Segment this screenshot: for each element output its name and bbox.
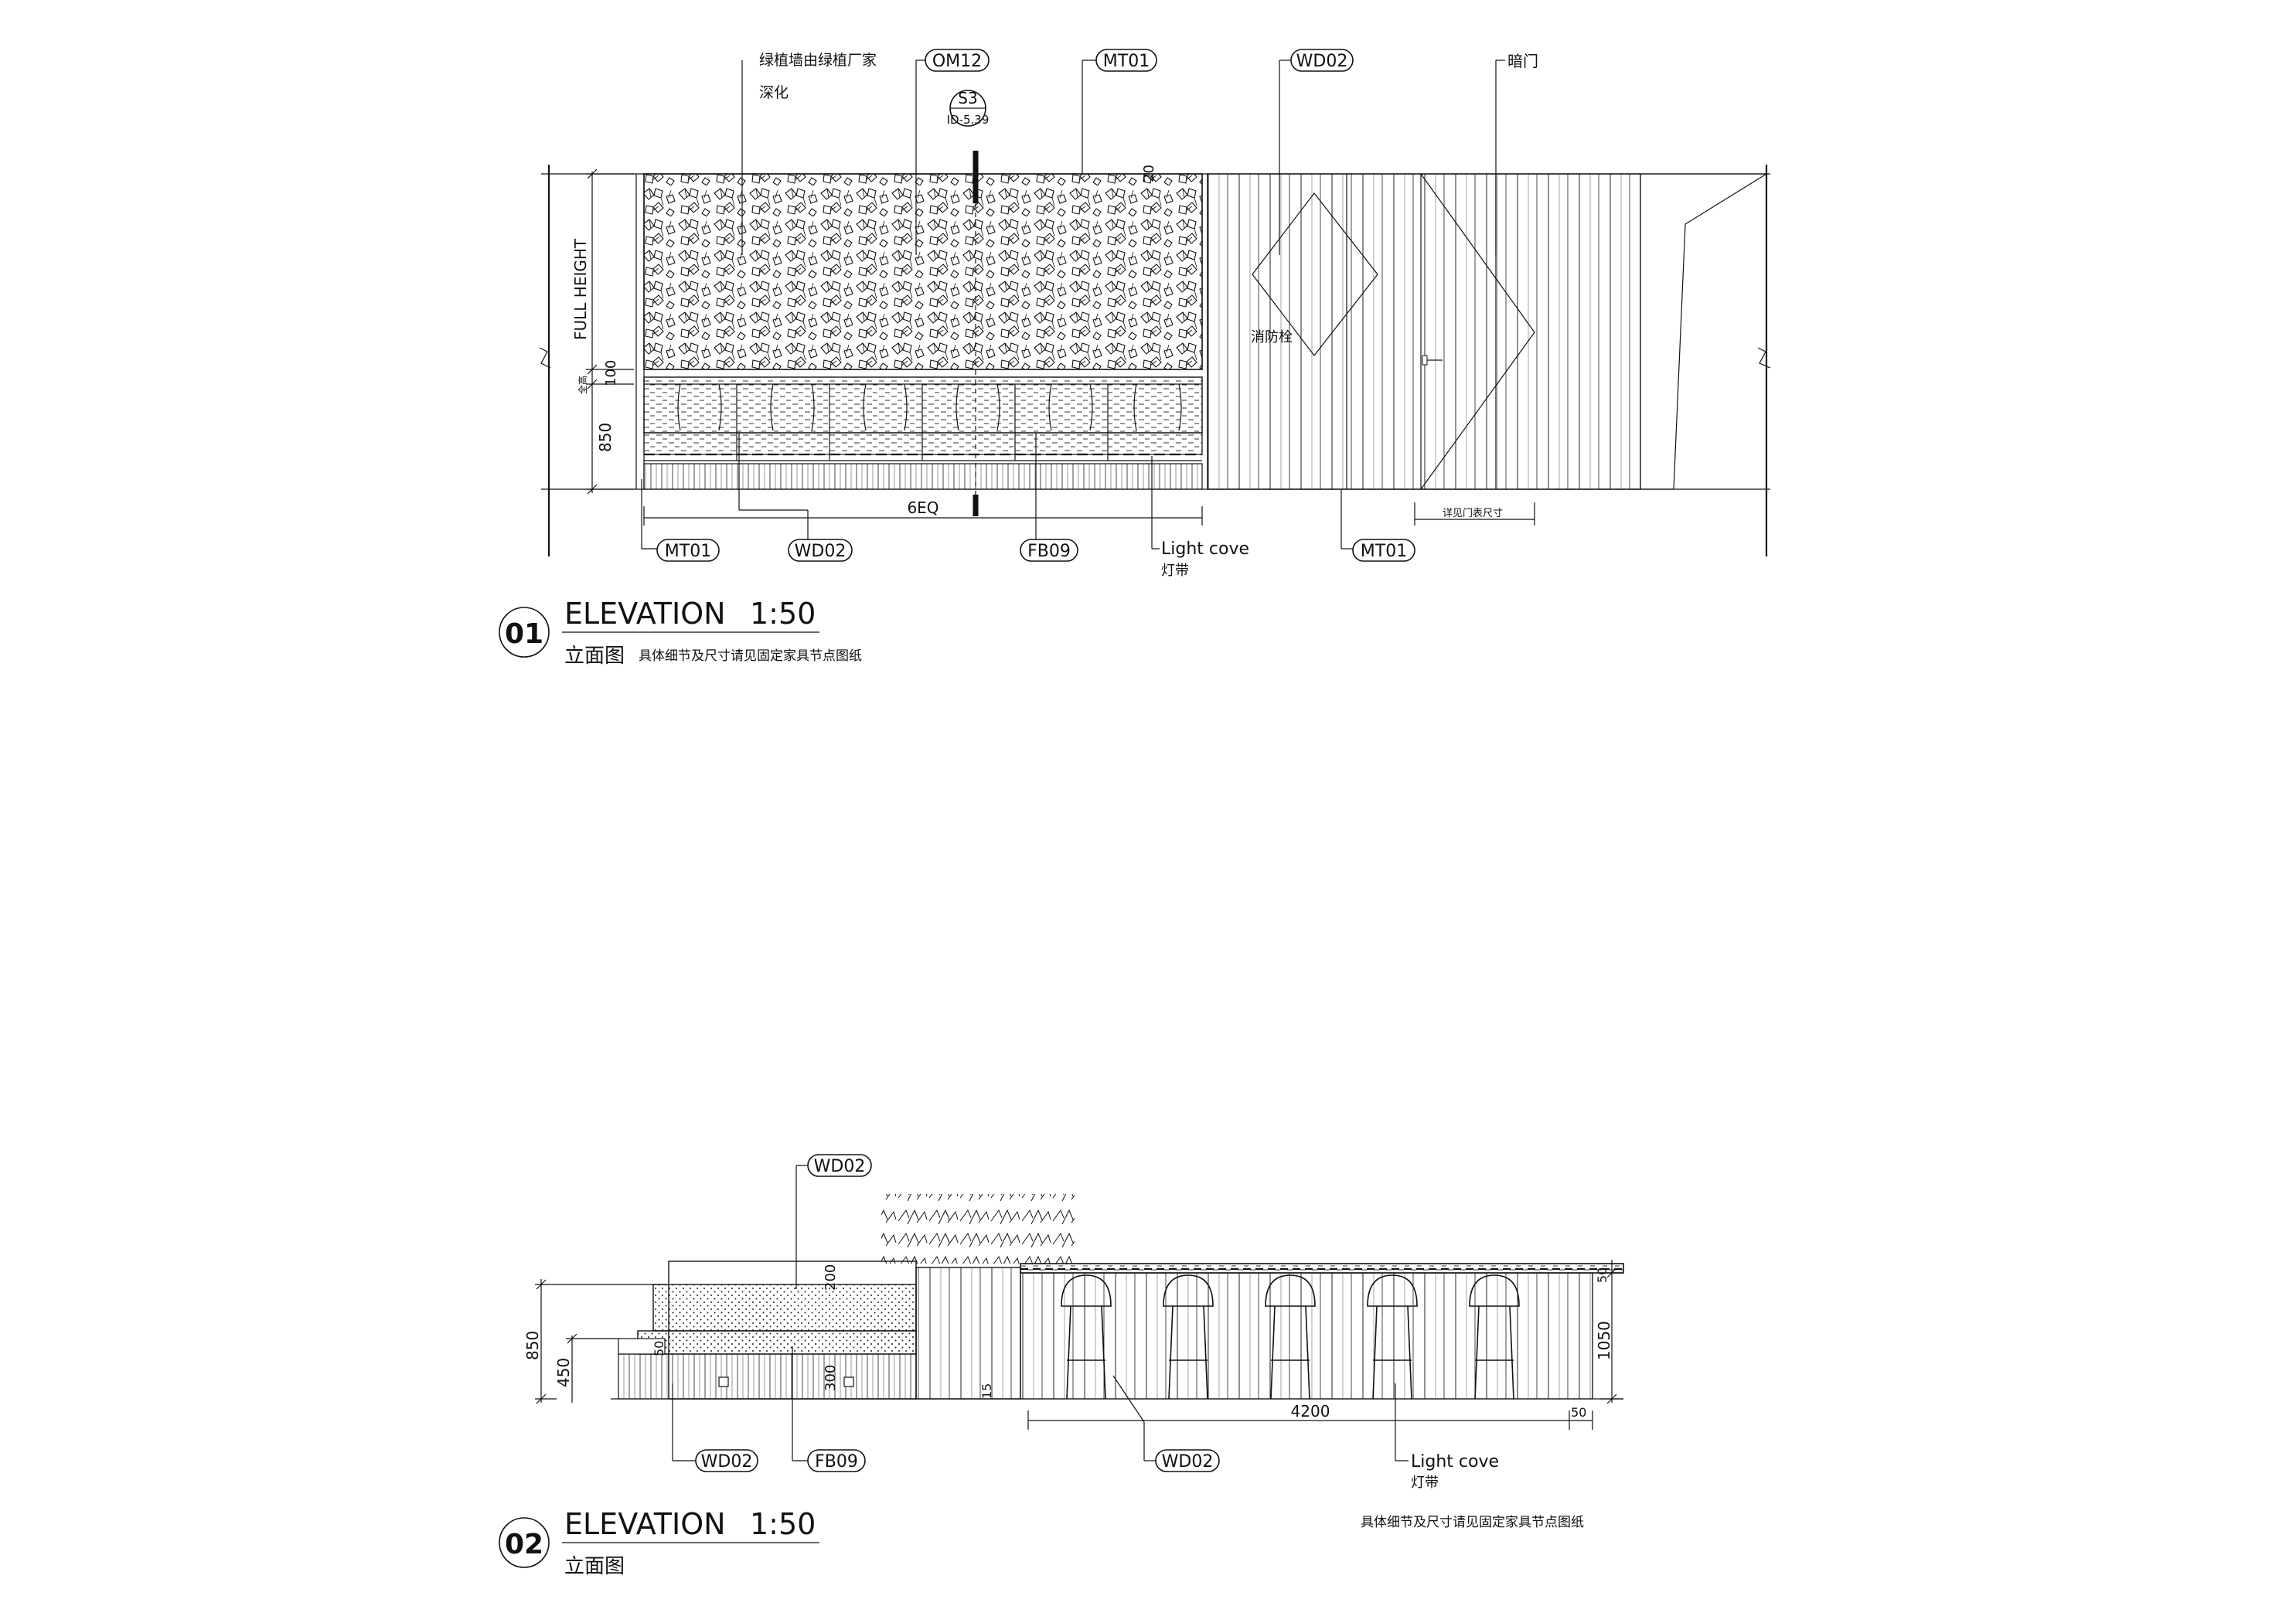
svg-text:WD02: WD02 bbox=[795, 542, 847, 561]
break-symbol-left bbox=[539, 347, 551, 369]
left-dimensions-02 bbox=[535, 1279, 665, 1404]
tag-wd02-mid-02: WD02 bbox=[1155, 1449, 1220, 1472]
dim-200-02: 200 bbox=[823, 1264, 839, 1291]
dim-6eq: 6EQ bbox=[907, 498, 938, 517]
dim-850: 850 bbox=[596, 423, 615, 452]
seat-cushion-band bbox=[643, 432, 1203, 455]
dim-1050-02: 1050 bbox=[1595, 1321, 1613, 1360]
elevation-01-scale: 1:50 bbox=[750, 597, 816, 631]
green-wall-note-line1: 绿植墙由绿植厂家 bbox=[759, 52, 877, 69]
light-cove-label-02: Light cove bbox=[1411, 1452, 1499, 1472]
hidden-door-label: 暗门 bbox=[1507, 52, 1538, 70]
break-symbol-right bbox=[1757, 347, 1771, 369]
planter-foliage bbox=[881, 1194, 1075, 1264]
bar-stool bbox=[1469, 1274, 1520, 1400]
bar-stool bbox=[1367, 1274, 1418, 1400]
svg-text:MT01: MT01 bbox=[1361, 542, 1407, 561]
svg-text:FB09: FB09 bbox=[815, 1452, 858, 1472]
dim-850-02: 850 bbox=[523, 1331, 542, 1360]
elevation-01-title: ELEVATION bbox=[564, 597, 726, 631]
planter-box bbox=[915, 1267, 1021, 1400]
bench-base bbox=[643, 463, 1203, 490]
elevation-02-scale: 1:50 bbox=[750, 1507, 816, 1541]
svg-text:MT01: MT01 bbox=[665, 542, 711, 561]
door-size-note: 详见门表尺寸 bbox=[1443, 508, 1503, 519]
elevation-01-subtitle: 立面图 bbox=[564, 645, 625, 668]
tag-fb09-bottom: FB09 bbox=[1020, 539, 1078, 562]
tag-wd02-top: WD02 bbox=[1290, 49, 1354, 72]
elevation-01-note: 具体细节及尺寸请见固定家具节点图纸 bbox=[639, 648, 862, 664]
elevation-02: 850 450 50 200 300 15 1050 50 4200 50 bbox=[499, 1154, 1624, 1578]
tag-mt01-bottom-left: MT01 bbox=[656, 539, 720, 562]
bar-stools bbox=[1061, 1274, 1520, 1400]
dim-50-right-02: 50 bbox=[1571, 1405, 1586, 1420]
svg-text:OM12: OM12 bbox=[932, 52, 982, 71]
svg-text:MT01: MT01 bbox=[1103, 52, 1150, 71]
green-wall bbox=[643, 173, 1203, 370]
title-block-02: 02 ELEVATION 1:50 立面图 具体细节及尺寸请见固定家具节点图纸 bbox=[499, 1507, 1584, 1578]
six-eq-dimension bbox=[643, 506, 1203, 526]
bench-step bbox=[618, 1338, 666, 1355]
cushion-dividers bbox=[736, 384, 1109, 461]
leaders-02 bbox=[672, 1165, 1409, 1461]
dim-15-02: 15 bbox=[979, 1383, 994, 1399]
seat-back-band bbox=[643, 376, 1203, 434]
door-handle bbox=[1422, 355, 1428, 366]
dim-4200-02: 4200 bbox=[1291, 1402, 1330, 1421]
cushion-pillows bbox=[677, 383, 1182, 431]
dim-450-02: 450 bbox=[554, 1358, 573, 1387]
title-block-01: 01 ELEVATION 1:50 立面图 具体细节及尺寸请见固定家具节点图纸 bbox=[499, 597, 862, 668]
fire-hydrant-door-outline bbox=[1252, 192, 1378, 356]
bench-seat-cushion bbox=[637, 1330, 917, 1355]
tag-wd02-top-02: WD02 bbox=[807, 1154, 872, 1177]
bar-stool bbox=[1265, 1274, 1316, 1400]
dim-full-height-cn: 全高 bbox=[577, 376, 588, 394]
green-wall-note-line2: 深化 bbox=[759, 84, 789, 101]
section-marker-top: S3 bbox=[958, 89, 977, 107]
right-dimensions-02 bbox=[1027, 1260, 1623, 1430]
bar-stool bbox=[1061, 1274, 1112, 1400]
elevation-02-number: 02 bbox=[505, 1529, 543, 1560]
tag-wd02-left-02: WD02 bbox=[695, 1449, 758, 1472]
dim-50-left-02: 50 bbox=[652, 1341, 666, 1356]
elevation-01: S3 ID-5.39 消防栓 FULL HEIGHT 全高 100 850 bbox=[499, 49, 1771, 668]
dim-20: 20 bbox=[1141, 165, 1157, 182]
elevation-02-title: ELEVATION bbox=[564, 1507, 726, 1541]
fire-hydrant-label: 消防栓 bbox=[1251, 329, 1293, 345]
bench-base-02 bbox=[618, 1353, 917, 1400]
left-dimensions bbox=[586, 168, 634, 495]
elevation-02-subtitle: 立面图 bbox=[564, 1555, 625, 1578]
tag-fb09-02: FB09 bbox=[807, 1449, 866, 1472]
tag-mt01-top: MT01 bbox=[1095, 49, 1157, 72]
dim-100: 100 bbox=[603, 360, 619, 386]
svg-text:WD02: WD02 bbox=[1296, 52, 1348, 71]
bar-stool bbox=[1163, 1274, 1214, 1400]
bottom-leaders bbox=[641, 433, 1353, 550]
elevation-01-number: 01 bbox=[505, 618, 543, 650]
outlet-box-right bbox=[843, 1376, 854, 1387]
section-marker: S3 ID-5.39 bbox=[947, 89, 990, 127]
bench-upper-cushion bbox=[652, 1284, 917, 1332]
top-leaders bbox=[741, 60, 1497, 255]
light-cove-label-02-cn: 灯带 bbox=[1411, 1475, 1439, 1491]
svg-text:WD02: WD02 bbox=[701, 1452, 753, 1472]
tag-wd02-bottom: WD02 bbox=[788, 539, 853, 562]
light-cove-label-01-cn: 灯带 bbox=[1161, 563, 1189, 579]
tag-mt01-bottom-right: MT01 bbox=[1352, 539, 1415, 562]
svg-text:WD02: WD02 bbox=[1162, 1452, 1214, 1472]
light-cove-label-01: Light cove bbox=[1161, 539, 1249, 559]
elevation-02-note: 具体细节及尺寸请见固定家具节点图纸 bbox=[1361, 1515, 1584, 1530]
section-marker-bottom: ID-5.39 bbox=[947, 113, 990, 127]
hidden-door-outline bbox=[1420, 173, 1535, 490]
svg-text:FB09: FB09 bbox=[1027, 542, 1071, 561]
outlet-box-left bbox=[718, 1376, 729, 1387]
wall-corner-outline bbox=[1640, 173, 1767, 490]
dim-50-top-02: 50 bbox=[1595, 1267, 1610, 1283]
svg-text:WD02: WD02 bbox=[814, 1157, 866, 1176]
dim-300-02: 300 bbox=[823, 1365, 839, 1391]
dim-full-height: FULL HEIGHT bbox=[571, 238, 590, 340]
door-size-dimension bbox=[1414, 502, 1535, 526]
tag-om12: OM12 bbox=[925, 49, 990, 72]
